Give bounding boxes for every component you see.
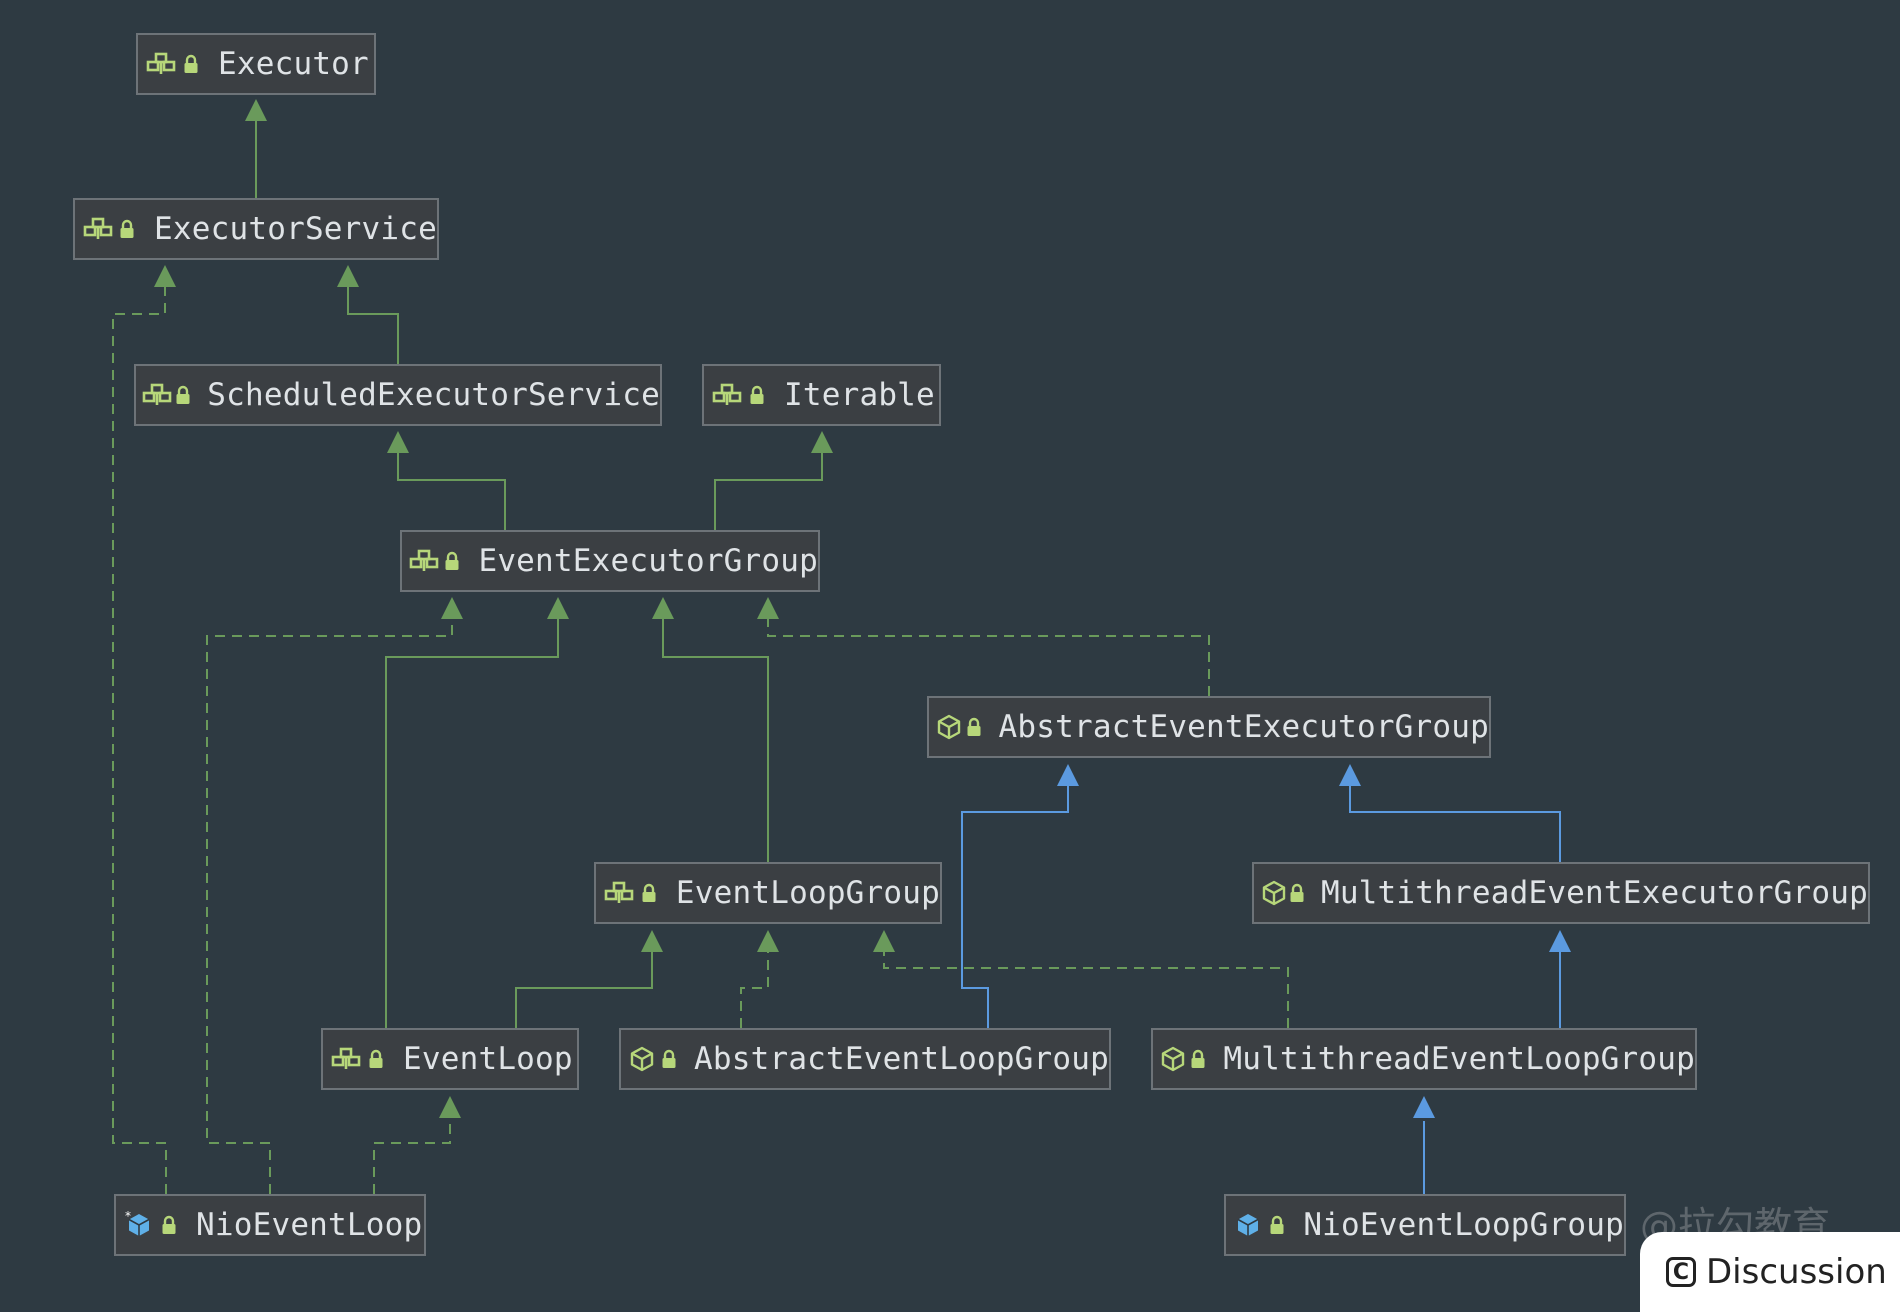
discussion-button[interactable]: C Discussion <box>1640 1232 1900 1312</box>
node-label: AbstractEventExecutorGroup <box>998 709 1489 745</box>
node-label: NioEventLoop <box>196 1207 423 1243</box>
node-label: ScheduledExecutorService <box>207 377 660 413</box>
abstract-class-icon <box>1260 876 1288 910</box>
svg-text:*: * <box>125 1210 131 1223</box>
interface-extension-lines <box>255 117 823 1028</box>
class-extension-lines <box>961 781 1561 1194</box>
node-label: ExecutorService <box>154 211 437 247</box>
node-label: EventLoopGroup <box>675 875 940 911</box>
lock-icon <box>363 1042 389 1076</box>
node-label: NioEventLoopGroup <box>1303 1207 1624 1243</box>
discussion-label: Discussion <box>1706 1252 1887 1292</box>
lock-icon <box>156 1208 182 1242</box>
lock-icon <box>440 544 464 578</box>
interface-icon <box>81 212 114 246</box>
node-label: Executor <box>218 46 369 82</box>
lock-icon <box>172 378 193 412</box>
node-label: MultithreadEventExecutorGroup <box>1320 875 1868 911</box>
lock-icon <box>636 876 662 910</box>
abstract-class-icon <box>935 710 963 744</box>
arrowheads <box>154 99 1571 1118</box>
lock-icon <box>1288 876 1307 910</box>
node-eventexecutorgroup[interactable]: EventExecutorGroup <box>400 530 820 592</box>
lock-icon <box>178 47 204 81</box>
node-multithreadeventexecutorgroup[interactable]: MultithreadEventExecutorGroup <box>1252 862 1870 924</box>
node-label: EventExecutorGroup <box>478 543 818 579</box>
node-eventloop[interactable]: EventLoop <box>321 1028 579 1090</box>
discussion-icon: C <box>1666 1257 1696 1287</box>
implements-lines <box>112 283 1289 1194</box>
node-iterable[interactable]: Iterable <box>702 364 941 426</box>
abstract-class-icon <box>627 1042 657 1076</box>
node-eventloopgroup[interactable]: EventLoopGroup <box>594 862 942 924</box>
node-label: Iterable <box>784 377 935 413</box>
lock-icon <box>963 710 984 744</box>
lock-icon <box>744 378 770 412</box>
node-nioeventloopgroup[interactable]: NioEventLoopGroup <box>1224 1194 1626 1256</box>
node-nioeventloop[interactable]: * NioEventLoop <box>114 1194 426 1256</box>
lock-icon <box>114 212 140 246</box>
class-icon <box>1232 1208 1264 1242</box>
interface-icon <box>144 47 178 81</box>
lock-icon <box>1188 1042 1210 1076</box>
node-label: EventLoop <box>403 1041 573 1077</box>
node-executorservice[interactable]: ExecutorService <box>73 198 439 260</box>
node-scheduledexecutorservice[interactable]: ScheduledExecutorService <box>134 364 662 426</box>
node-abstracteventexecutorgroup[interactable]: AbstractEventExecutorGroup <box>927 696 1491 758</box>
lock-icon <box>657 1042 680 1076</box>
node-executor[interactable]: Executor <box>136 33 376 95</box>
lock-icon <box>1264 1208 1289 1242</box>
interface-icon <box>408 544 440 578</box>
node-label: AbstractEventLoopGroup <box>694 1041 1109 1077</box>
abstract-class-icon <box>1159 1042 1188 1076</box>
node-multithreadeventloopgroup[interactable]: MultithreadEventLoopGroup <box>1151 1028 1697 1090</box>
node-abstracteventloopgroup[interactable]: AbstractEventLoopGroup <box>619 1028 1111 1090</box>
interface-icon <box>142 378 172 412</box>
interface-icon <box>329 1042 363 1076</box>
interface-icon <box>710 378 744 412</box>
interface-icon <box>602 876 636 910</box>
class-icon: * <box>122 1208 156 1242</box>
node-label: MultithreadEventLoopGroup <box>1223 1041 1695 1077</box>
